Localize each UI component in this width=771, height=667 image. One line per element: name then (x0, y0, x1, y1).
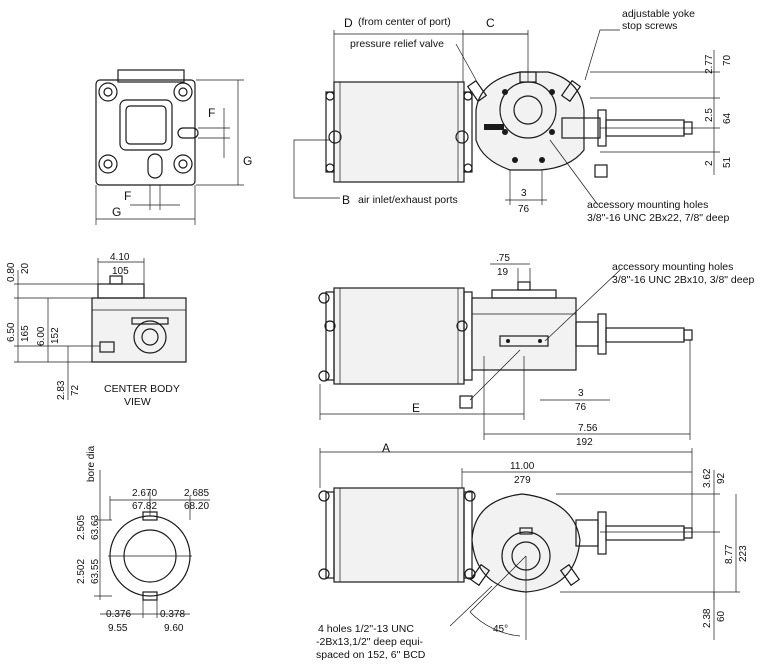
letter-f-horizontal: F (124, 189, 131, 203)
dim-165: 165 (20, 325, 31, 342)
dim-279: 279 (514, 475, 531, 486)
letter-f-vertical: F (208, 106, 215, 120)
letter-b: B (342, 193, 350, 207)
dim-2: 2 (704, 160, 715, 166)
dim-64: 64 (722, 112, 733, 124)
dim-0-378: 0.378 (160, 609, 185, 620)
from-center-of-port-label: (from center of port) (358, 16, 451, 28)
angle-45-label: 45° (493, 624, 508, 635)
letter-d-top: D (344, 16, 353, 30)
dim-7-56: 7.56 (578, 423, 598, 434)
dim-72: 72 (70, 384, 81, 396)
letter-e: E (412, 401, 420, 415)
pressure-relief-valve-label: pressure relief valve (350, 38, 444, 50)
dim-19: 19 (497, 267, 509, 278)
dim-92: 92 (716, 472, 727, 484)
end-view-top-left: F G F G (95, 69, 252, 225)
dim-67-82: 67.82 (132, 501, 157, 512)
adjustable-yoke-label-1: adjustable yoke (622, 8, 695, 20)
dim-70: 70 (722, 54, 733, 66)
dim-2-83: 2.83 (56, 380, 67, 400)
dim-2-77: 2.77 (704, 54, 715, 74)
dim-20: 20 (20, 262, 31, 274)
center-body-label-1: CENTER BODY (104, 383, 180, 395)
letter-c: C (486, 16, 495, 30)
dim-3-62: 3.62 (702, 468, 713, 488)
dim-0-80: 0.80 (6, 262, 17, 282)
air-ports-label: air inlet/exhaust ports (358, 194, 458, 206)
letter-a: A (382, 441, 390, 455)
bore-detail-view: bore dia 2.670 67.82 2.685 68.20 2.505 6… (76, 445, 210, 634)
top-view-top-right: D (from center of port) C pressure relie… (293, 8, 733, 224)
dim-9-55: 9.55 (108, 623, 128, 634)
dim-2-670: 2.670 (132, 488, 157, 499)
accessory-holes-mid-label-1: accessory mounting holes (612, 261, 733, 273)
dim-8-77: 8.77 (724, 544, 735, 564)
bottom-holes-label-1: 4 holes 1/2"-13 UNC (318, 623, 414, 635)
bore-dia-label: bore dia (86, 445, 97, 482)
dim-223: 223 (738, 545, 749, 562)
dim-68-20: 68.20 (184, 501, 209, 512)
dim-6-50: 6.50 (6, 322, 17, 342)
accessory-holes-top-label-1: accessory mounting holes (587, 199, 708, 211)
dim-3-mid: 3 (578, 388, 584, 399)
dim-152: 152 (50, 327, 61, 344)
accessory-holes-mid-label-2: 3/8"-16 UNC 2Bx10, 3/8" deep (612, 274, 754, 286)
dim-51: 51 (722, 156, 733, 168)
bottom-holes-label-3: spaced on 152, 6" BCD (316, 649, 426, 661)
letter-g-horizontal: G (112, 205, 121, 219)
dim-2-505: 2.505 (76, 515, 87, 540)
letter-g-vertical: G (243, 154, 252, 168)
center-body-label-2: VIEW (124, 396, 151, 408)
dim-63-55: 63.55 (90, 559, 101, 584)
dim-6-00: 6.00 (36, 326, 47, 346)
adjustable-yoke-label-2: stop screws (622, 20, 677, 32)
dim-0-376: 0.376 (106, 609, 131, 620)
dim-76-mid: 76 (575, 402, 587, 413)
accessory-holes-top-label-2: 3/8"-16 UNC 2Bx22, 7/8" deep (587, 212, 729, 224)
dim-2-38: 2.38 (702, 608, 713, 628)
dim-105: 105 (112, 266, 129, 277)
dim-2-5: 2.5 (704, 108, 715, 122)
front-view-middle-right: .75 19 accessory mounting holes 3/8"-16 … (318, 253, 754, 448)
dim-60: 60 (716, 610, 727, 622)
dim-63-63: 63.63 (90, 515, 101, 540)
dim-76-top: 76 (518, 204, 530, 215)
dim-3-top: 3 (521, 188, 527, 199)
dim-9-60: 9.60 (164, 623, 184, 634)
dim-192: 192 (576, 437, 593, 448)
center-body-view: 4.10 105 0.80 20 6.50 165 6.00 152 2.83 … (6, 252, 187, 408)
dim-11-00: 11.00 (510, 461, 535, 472)
bottom-holes-label-2: -2Bx13,1/2" deep equi- (316, 636, 424, 648)
bottom-view-bottom-right: A 11.00 279 3.62 92 8.77 223 2.38 60 45°… (316, 441, 749, 661)
dim-2-685: 2.685 (184, 488, 209, 499)
dim-2-502: 2.502 (76, 559, 87, 584)
dim-0-75: .75 (496, 253, 510, 264)
dim-4-10: 4.10 (110, 252, 130, 263)
